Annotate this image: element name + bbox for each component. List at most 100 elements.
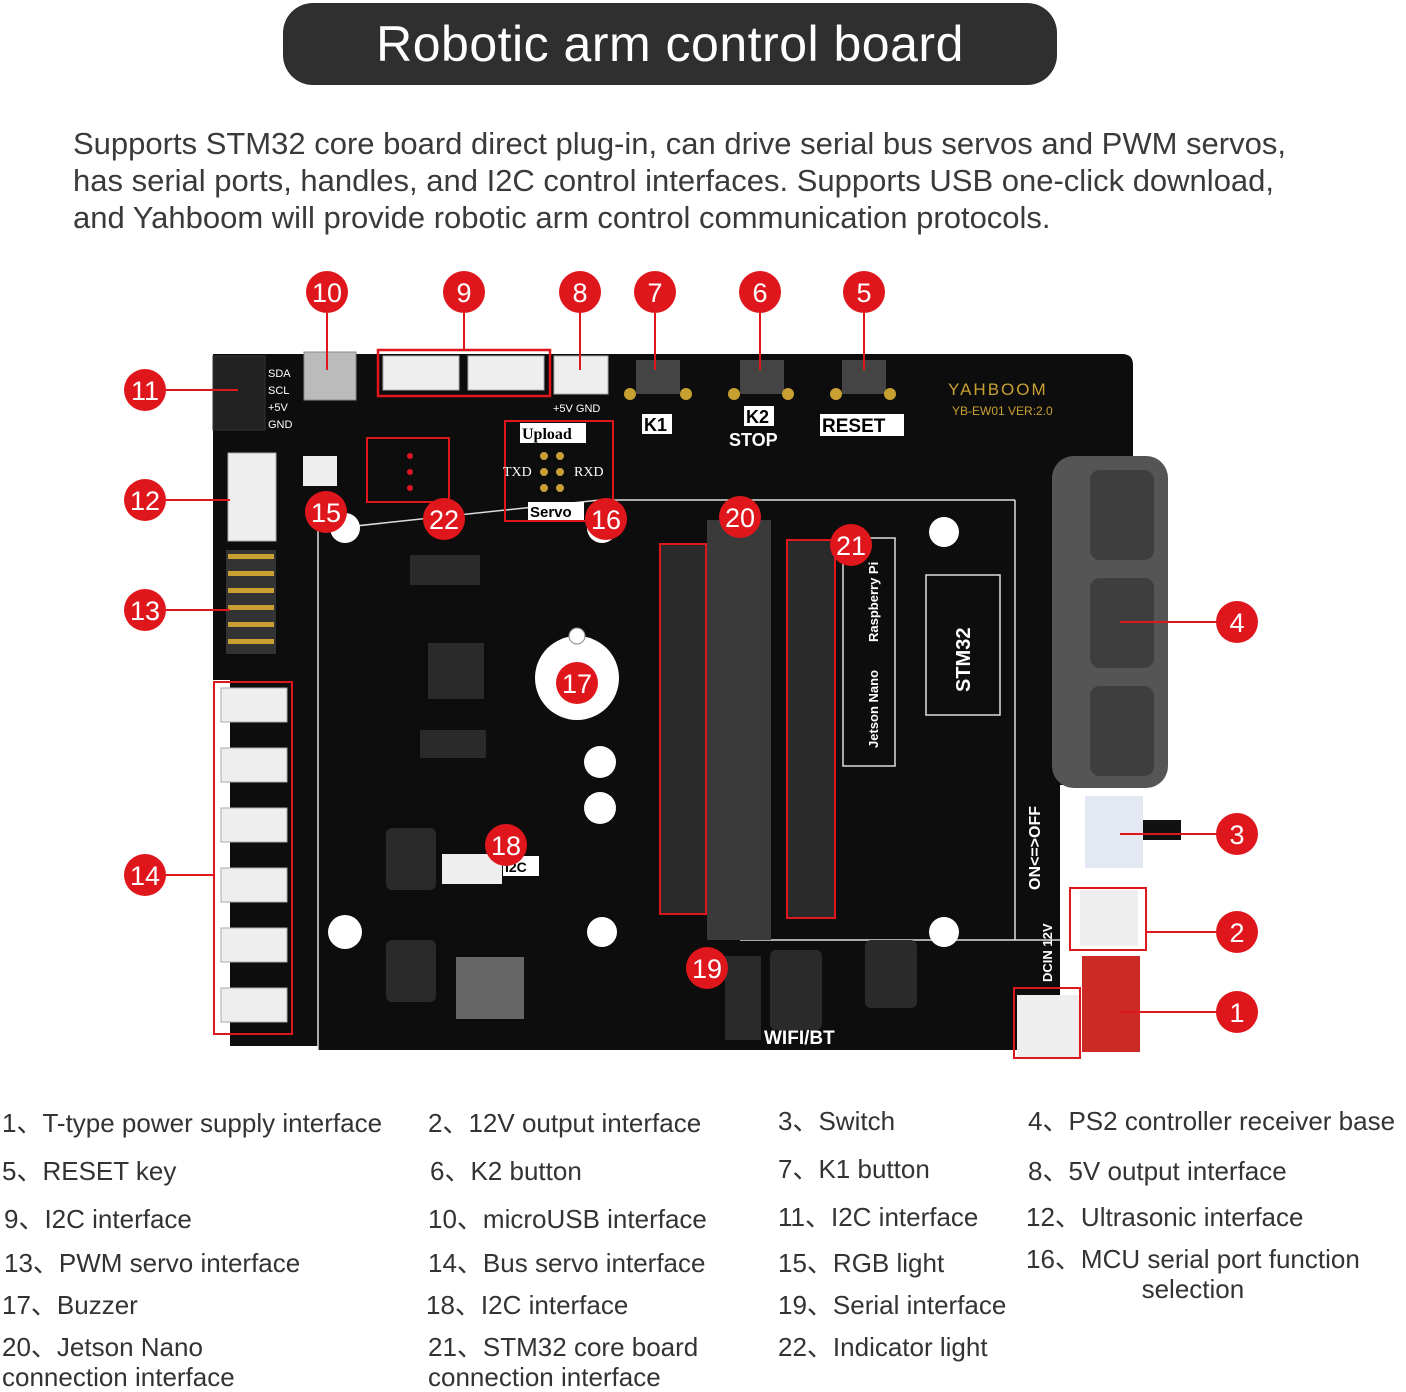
marker-2: 2: [1216, 911, 1258, 953]
legend-item-22: 22、Indicator light: [778, 1332, 988, 1362]
wifibt-label: WIFI/BT: [764, 1028, 835, 1049]
k1-label: K1: [644, 415, 667, 435]
legend: 1、T-type power supply interface 2、12V ou…: [0, 1100, 1406, 1392]
legend-item-1: 1、T-type power supply interface: [2, 1108, 383, 1138]
inductor: [456, 957, 524, 1019]
svg-text:4: 4: [1229, 608, 1244, 638]
mount-hole: [328, 915, 362, 949]
legend-item-8: 8、5V output interface: [1028, 1156, 1287, 1186]
page-title: Robotic arm control board: [376, 16, 964, 72]
marker-8: 8: [559, 271, 601, 313]
mount-hole: [929, 517, 959, 547]
marker-21: 21: [830, 524, 872, 566]
title-banner: Robotic arm control board: [283, 3, 1057, 85]
legend-item-2: 2、12V output interface: [428, 1108, 702, 1138]
svg-text:6: 6: [752, 278, 767, 308]
marker-10: 10: [306, 271, 348, 313]
upload-label: Upload: [522, 426, 572, 443]
legend-item-4: 4、PS2 controller receiver base: [1028, 1106, 1396, 1136]
marker-5: 5: [843, 271, 885, 313]
marker-12: 12: [124, 479, 166, 521]
t-power-connector: [1082, 956, 1140, 1052]
svg-text:11: 11: [131, 376, 159, 406]
svg-text:16: 16: [591, 505, 621, 535]
5v-pin-label: +5V GND: [553, 403, 600, 415]
servo-label: Servo: [530, 504, 572, 521]
marker-3: 3: [1216, 813, 1258, 855]
legend-item-12: 12、Ultrasonic interface: [1026, 1202, 1304, 1232]
capacitor: [865, 940, 917, 1008]
description: Supports STM32 core board direct plug-in…: [73, 126, 1286, 235]
microusb-port: [303, 351, 357, 401]
svg-text:15: 15: [311, 498, 341, 528]
k1-switch: [636, 360, 680, 394]
mount-hole: [587, 917, 617, 947]
ic-chip: [420, 730, 486, 758]
legend-item-7: 7、K1 button: [778, 1154, 930, 1184]
marker-13: 13: [124, 589, 166, 631]
highlight-box-22: [366, 437, 450, 503]
marker-1: 1: [1216, 991, 1258, 1033]
ic-chip: [410, 555, 480, 585]
legend-item-15: 15、RGB light: [778, 1248, 945, 1278]
svg-text:12: 12: [130, 486, 160, 516]
power-switch: [1085, 796, 1143, 868]
switch-label: ON<=>OFF: [1027, 806, 1044, 890]
stop-label: STOP: [729, 430, 778, 450]
capacitor: [386, 828, 436, 890]
rgb-led: [303, 456, 337, 486]
legend-item-14: 14、Bus servo interface: [428, 1248, 706, 1278]
pin-label: SCL: [268, 385, 289, 397]
highlight-box-2: [1069, 887, 1147, 951]
marker-11: 11: [124, 369, 166, 411]
marker-15: 15: [305, 491, 347, 533]
marker-19: 19: [686, 947, 728, 989]
marker-20: 20: [719, 496, 761, 538]
svg-text:20: 20: [725, 503, 755, 533]
svg-text:19: 19: [692, 954, 722, 984]
legend-item-17: 17、Buzzer: [2, 1290, 138, 1320]
pwm-header: [226, 550, 276, 654]
svg-text:18: 18: [491, 831, 521, 861]
svg-text:17: 17: [562, 669, 592, 699]
marker-4: 4: [1216, 601, 1258, 643]
marker-7: 7: [634, 271, 676, 313]
reset-label: RESET: [822, 416, 886, 437]
svg-text:21: 21: [836, 531, 866, 561]
legend-item-19: 19、Serial interface: [778, 1290, 1007, 1320]
svg-text:1: 1: [1229, 998, 1244, 1028]
marker-6: 6: [739, 271, 781, 313]
jetson-label: Jetson Nano: [866, 670, 881, 748]
i2c-header-11: SDA SCL +5V GND: [212, 355, 293, 431]
highlight-box-21: [786, 539, 836, 919]
bus-servo-connectors: [220, 687, 288, 1023]
jetson-connector: [707, 520, 771, 940]
i2c-connector: [382, 355, 460, 391]
stm32-outline: [925, 574, 1001, 716]
brand-logo: YAHBOOM: [948, 380, 1048, 399]
legend-item-9: 9、I2C interface: [4, 1204, 192, 1234]
svg-text:5: 5: [856, 278, 871, 308]
legend-item-18: 18、I2C interface: [426, 1290, 629, 1320]
marker-9: 9: [443, 271, 485, 313]
marker-22: 22: [423, 498, 465, 540]
highlight-box-20-left: [659, 543, 707, 915]
raspberry-label: Raspberry Pi: [866, 562, 881, 642]
legend-item-10: 10、microUSB interface: [428, 1204, 707, 1234]
k2-label: K2: [746, 407, 769, 427]
legend-item-13: 13、PWM servo interface: [4, 1248, 301, 1278]
legend-item-6: 6、K2 button: [430, 1156, 582, 1186]
12v-connector: [1080, 890, 1138, 946]
svg-text:2: 2: [1229, 918, 1244, 948]
capacitor: [770, 950, 822, 1030]
legend-item-5: 5、RESET key: [2, 1156, 177, 1186]
legend-item-3: 3、Switch: [778, 1106, 896, 1136]
svg-text:10: 10: [312, 278, 342, 308]
k2-switch: [740, 360, 784, 394]
svg-text:8: 8: [572, 278, 587, 308]
rxd-label: RXD: [574, 465, 604, 480]
pin-label: +5V: [268, 402, 289, 414]
txd-label: TXD: [503, 465, 532, 480]
marker-17: 17: [556, 662, 598, 704]
highlight-box-16: [504, 420, 614, 522]
